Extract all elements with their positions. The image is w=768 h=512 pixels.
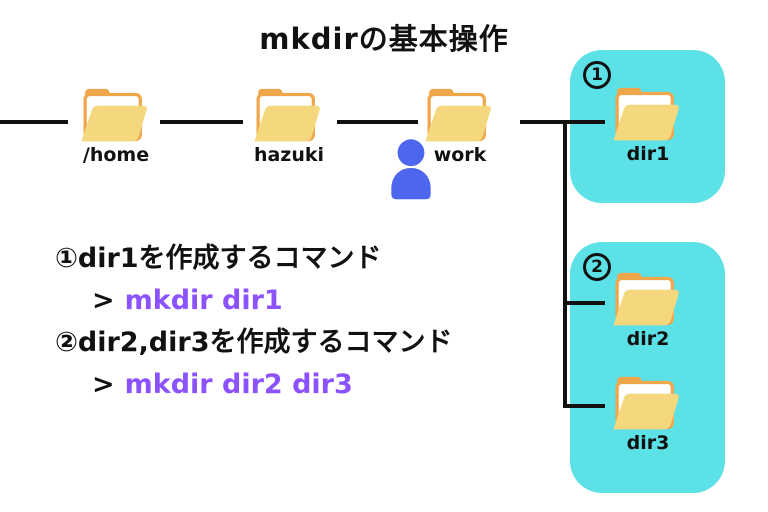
folder-dir1: dir1 <box>608 87 688 164</box>
folder-icon <box>612 87 684 145</box>
connector-hazuki-work <box>337 120 418 124</box>
connector-branch-dir3 <box>565 404 605 408</box>
command-explanations: ①dir1を作成するコマンド > mkdir dir1 ②dir2,dir3を作成… <box>55 238 453 406</box>
folder-hazuki: hazuki <box>249 88 329 165</box>
command-1-text: mkdir dir1 <box>124 285 283 316</box>
folder-icon <box>424 88 496 146</box>
user-person-icon <box>388 138 434 200</box>
command-2-line: > mkdir dir2 dir3 <box>55 364 453 406</box>
connector-home-hazuki <box>160 120 243 124</box>
folder-icon <box>612 272 684 330</box>
folder-dir2: dir2 <box>608 272 688 349</box>
folder-label: dir1 <box>626 143 670 165</box>
command-1-line: > mkdir dir1 <box>55 280 453 322</box>
folder-icon <box>80 88 152 146</box>
connector-branch-dir2 <box>565 301 605 305</box>
folder-label: dir2 <box>626 328 670 350</box>
prompt-symbol: > <box>92 285 115 316</box>
folder-label: /home <box>82 144 150 166</box>
folder-work: work <box>420 88 500 165</box>
group-2-number-badge: 2 <box>583 253 611 281</box>
folder-label: hazuki <box>253 144 325 166</box>
page-title: mkdirの基本操作 <box>259 22 509 56</box>
command-1-heading: ①dir1を作成するコマンド <box>55 243 382 274</box>
folder-icon <box>253 88 325 146</box>
folder-dir3: dir3 <box>608 376 688 453</box>
connector-trunk-vertical <box>563 120 567 408</box>
group-1-number-badge: 1 <box>583 61 611 89</box>
folder-home: /home <box>76 88 156 165</box>
folder-label: work <box>433 144 487 166</box>
prompt-symbol: > <box>92 369 115 400</box>
command-2-heading: ②dir2,dir3を作成するコマンド <box>55 327 453 358</box>
connector-work-dir1 <box>520 120 605 124</box>
folder-label: dir3 <box>626 432 670 454</box>
command-2-text: mkdir dir2 dir3 <box>124 369 353 400</box>
folder-icon <box>612 376 684 434</box>
connector-root-line <box>0 120 68 124</box>
